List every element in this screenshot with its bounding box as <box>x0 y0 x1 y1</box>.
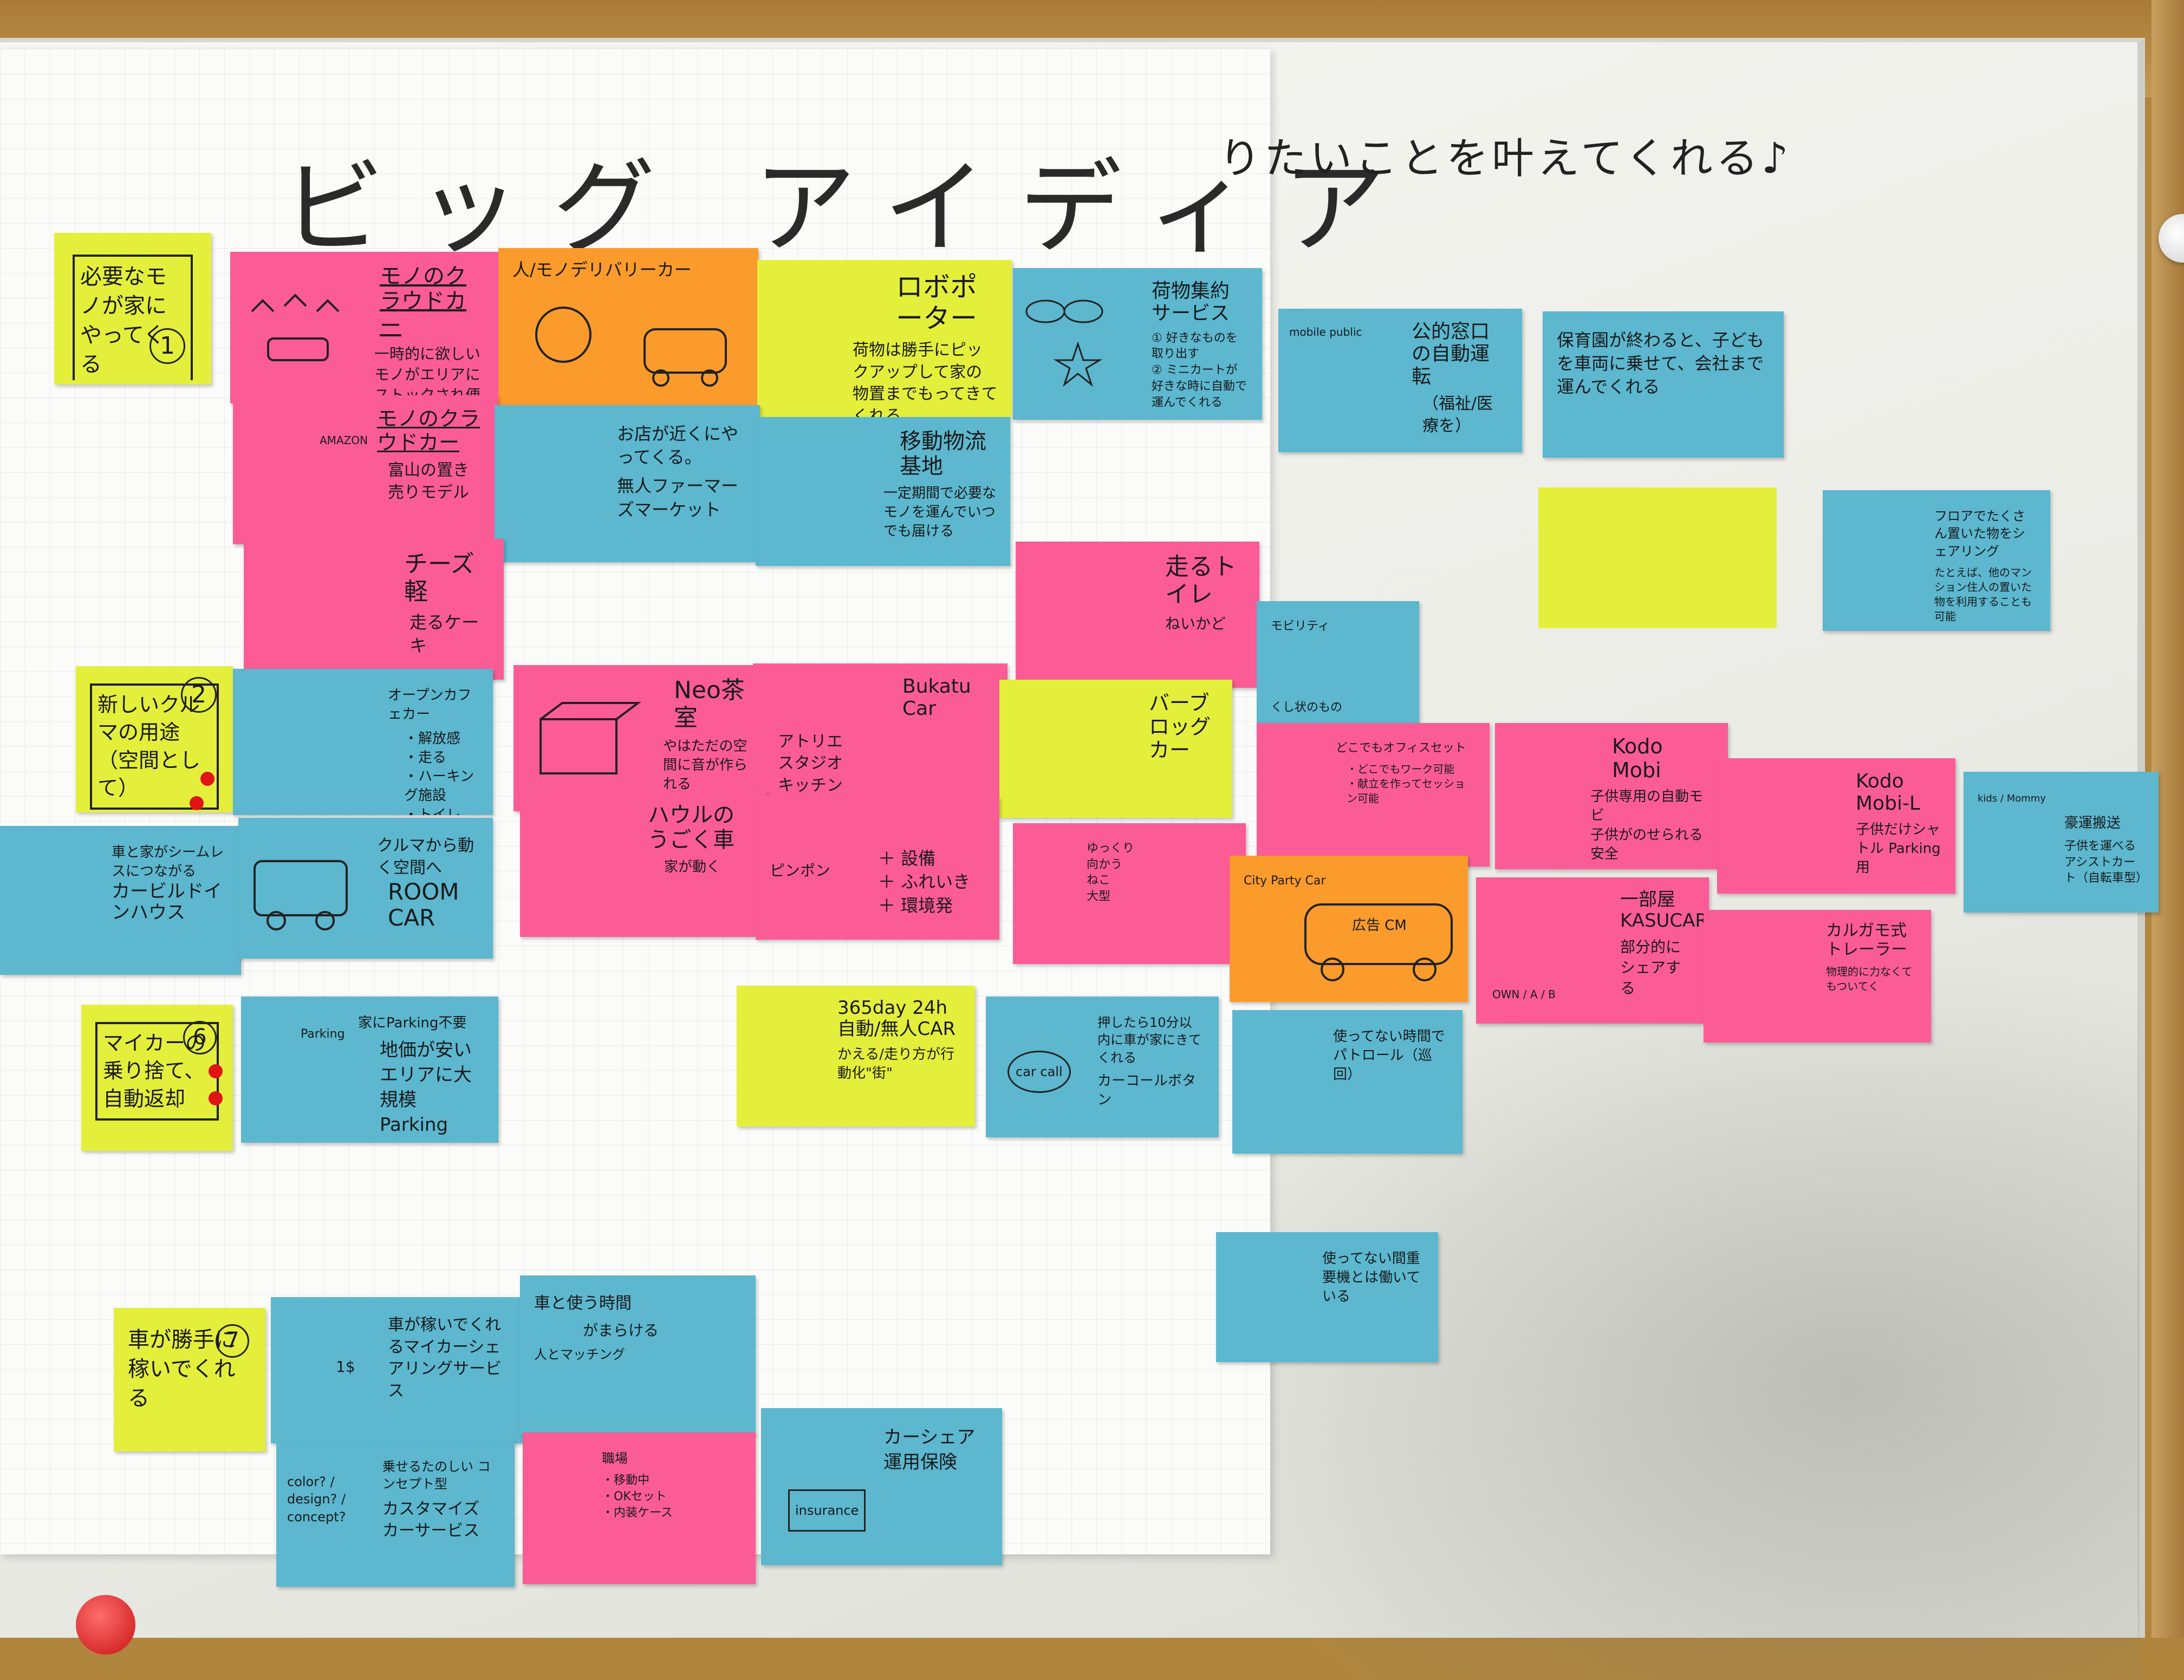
category-text: 必要なモノが家にやってくる <box>73 255 193 380</box>
category-number: 6 <box>183 1021 217 1054</box>
idea-note: 一部屋 KASUCAR 部分的にシェアする OWN / A / B <box>1476 877 1709 1024</box>
idea-note: ロボポーター 荷物は勝手にピックアップして家の物置までもってきてくれる <box>757 260 1012 417</box>
board-title: ビッグ アイディア <box>282 148 1418 268</box>
idea-note: ピンポン ＋ 設備 ＋ ふれいき ＋ 環境発 <box>756 796 999 940</box>
idea-note: 使ってない間重要機とは働いている <box>1216 1232 1438 1362</box>
idea-note: 公的窓口の自動運転 （福祉/医療を） mobile public <box>1278 309 1522 452</box>
idea-note: car call 押したら10分以内に車が家にきてくれる カーコールボタン <box>986 997 1219 1137</box>
category-note-7: 車が勝手に稼いでくれる 7 <box>114 1308 265 1451</box>
room-car-sketch <box>253 860 348 930</box>
idea-note: モノのクラウドカー 富山の置き売りモデル AMAZON <box>233 395 498 544</box>
category-note-2: 新しいクルマの用途（空間として） 2 <box>76 666 233 812</box>
blank-note <box>1538 487 1777 628</box>
idea-note: Kodo Mobi-L 子供だけシャトル Parking用 <box>1717 758 1955 894</box>
category-number: 1 <box>150 328 185 364</box>
idea-note: モビリティ くし状のもの <box>1257 601 1419 726</box>
idea-note: 人/モノデリバリーカー <box>498 248 758 411</box>
idea-note: バーブロッグカー <box>999 680 1232 818</box>
idea-note: 荷物集約サービス ① 好きなものを取り出す ② ミニカートが好きな時に自動で運ん… <box>1013 268 1262 420</box>
idea-note: 家にParking不要 地価が安いエリアに大規模Parking Parking <box>241 997 498 1143</box>
idea-note: Neo茶室 やはただの空間に音が作られる <box>514 665 768 811</box>
category-number: 7 <box>216 1324 249 1358</box>
idea-note: 365day 24h 自動/無人CAR かえる/走り方が行動化"街" <box>737 986 975 1126</box>
idea-note: Bukatu Car アトリエ スタジオ キッチン <box>753 663 1007 812</box>
idea-note: Kodo Mobi 子供専用の自動モビ 子供がのせられる安全 <box>1495 723 1728 869</box>
van-sketch <box>1304 903 1453 981</box>
red-sticker <box>209 1064 223 1078</box>
idea-note: 保育園が終わると、子どもを車両に乗せて、会社まで運んでくれる <box>1543 311 1784 458</box>
houses-sketch <box>251 294 340 361</box>
idea-note: ハウルのうごく車 家が動く <box>520 791 766 937</box>
idea-note: kids / Mommy 豪運搬送 子供を運べるアシストカート（自転車型） <box>1964 772 2159 913</box>
red-sticker <box>209 1091 223 1105</box>
red-sticker <box>190 796 204 810</box>
red-sticker <box>200 772 214 786</box>
network-sketch <box>1025 299 1103 387</box>
idea-note: 車が稼いでくれるマイカーシェアリングサービス 1$ <box>271 1297 523 1443</box>
idea-note: フロアでたくさん置いた物をシェアリング たとえば、他のマンション住人の置いた物を… <box>1823 490 2050 631</box>
idea-note: color? / design? / concept? 乗せるたのしい コンセプ… <box>276 1441 515 1587</box>
idea-note: お店が近くにやってくる。 無人ファーマーズマーケット <box>495 405 760 562</box>
idea-note: モノのクラウドカー 一時的に欲しいモノがエリアにストックされ便利できる <box>230 252 501 403</box>
idea-note: 車と使う時間 がまらける 人とマッチング <box>520 1275 756 1435</box>
idea-note: どこでもオフィスセット ・どこでもワーク可能 ・献立を作ってセッション可能 <box>1257 723 1490 867</box>
category-number: 2 <box>181 677 217 713</box>
idea-note: カルガモ式トレーラー 物理的に力なくてもついてく <box>1704 910 1931 1043</box>
category-note-1: 必要なモノが家にやってくる 1 <box>54 233 211 385</box>
room-sketch <box>540 702 641 774</box>
delivery-sketch <box>535 307 727 387</box>
magnet-red <box>76 1595 135 1655</box>
idea-note: 職場 ・移動中 ・OKセット ・内装ケース <box>523 1432 756 1584</box>
category-note-6: マイカーの乗り捨て、自動返却 6 <box>81 1005 233 1151</box>
idea-note: 走るトイレ ねいかど <box>1016 542 1259 688</box>
idea-note: City Party Car 広告 CM <box>1230 856 1468 1002</box>
idea-note: ゆっくり 向かう ねこ 大型 <box>1013 823 1246 964</box>
idea-note: 車と家がシームレスにつながる カービルドインハウス <box>0 826 241 975</box>
category-text: マイカーの乗り捨て、自動返却 <box>95 1022 219 1121</box>
idea-note: オープンカフェカー ・解放感 ・走る ・ハーキング施設 ・トイレ <box>233 669 493 815</box>
idea-note: クルマから動く空間へ ROOM CAR <box>238 818 493 959</box>
idea-note: チーズ軽 走るケーキ <box>244 539 504 680</box>
idea-note: 使ってない時間でパトロール（巡回） <box>1232 1010 1462 1154</box>
board-headline: りたいことを叶えてくれる♪ <box>1219 134 1792 183</box>
idea-note: 移動物流基地 一定期間で必要なモノを運んでいつでも届ける <box>756 417 1010 566</box>
idea-note: カーシェア運用保険 insurance <box>761 1408 1002 1565</box>
